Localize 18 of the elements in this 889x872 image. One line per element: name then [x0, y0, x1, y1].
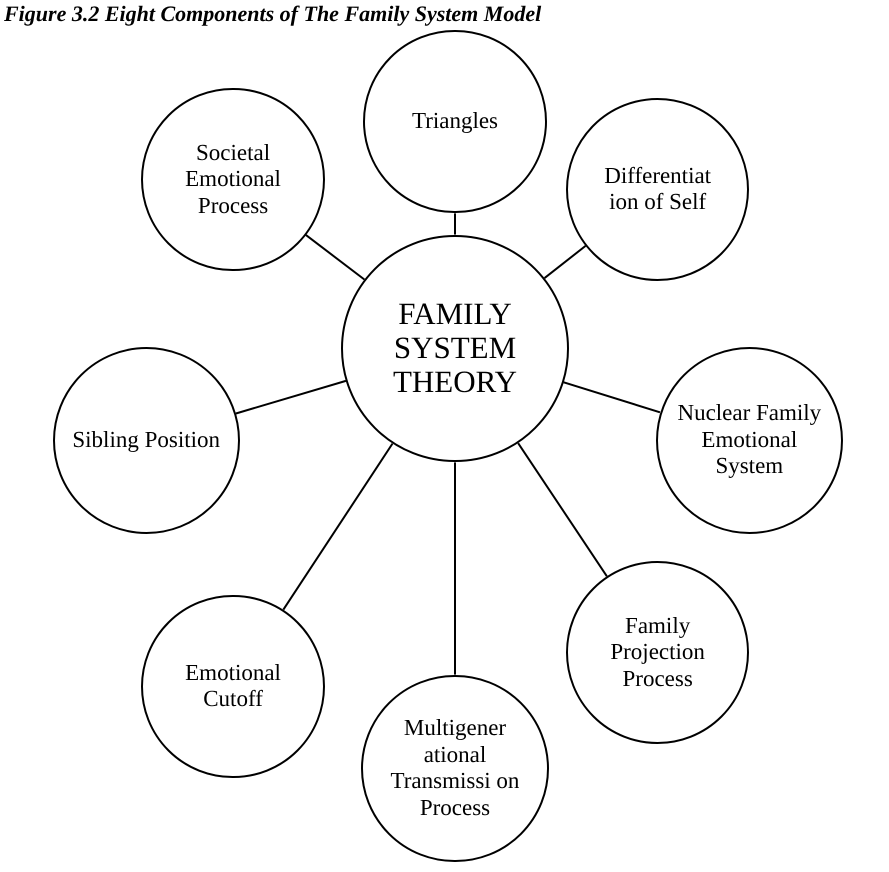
connector-line: [454, 213, 456, 235]
node-label: Multigener ational Transmissi on Process: [390, 715, 520, 822]
connector-line: [305, 234, 365, 280]
connector-line: [454, 462, 456, 675]
connector-line: [563, 381, 660, 414]
node-label: Societal Emotional Process: [184, 140, 282, 220]
connector-line: [517, 442, 608, 577]
figure-title: Figure 3.2 Eight Components of The Family System Model: [4, 0, 542, 28]
node-label: Differentiat ion of Self: [603, 162, 712, 216]
node-label: Family Projection Process: [609, 612, 706, 692]
node-label: Nuclear Family Emotional System: [676, 400, 822, 480]
connector-line: [544, 245, 586, 279]
connector-line: [282, 443, 394, 610]
node-label: Sibling Position: [71, 426, 221, 454]
node-label: Emotional Cutoff: [184, 660, 282, 713]
node-label: FAMILY SYSTEM THEORY: [392, 297, 518, 400]
connector-line: [236, 380, 346, 414]
node-label: Triangles: [410, 108, 500, 135]
